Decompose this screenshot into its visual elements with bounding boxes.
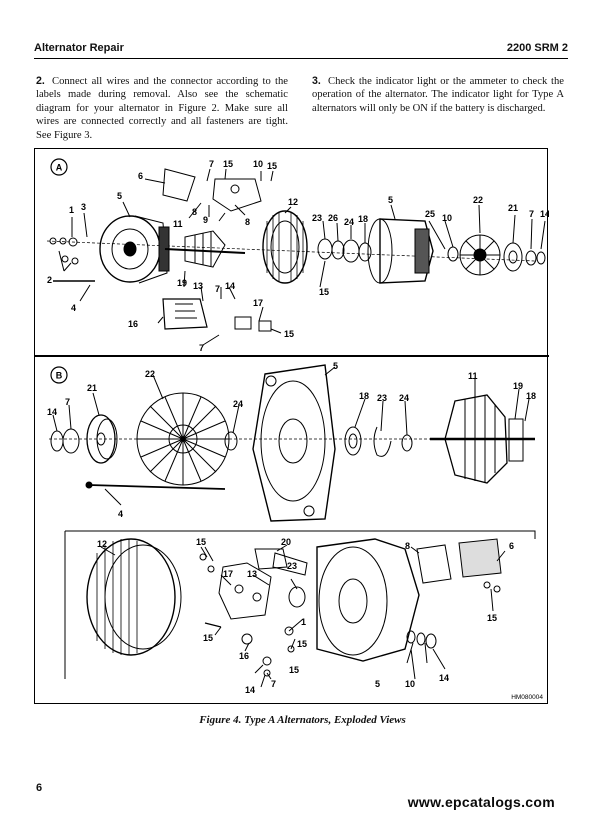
callout: 14 <box>225 281 235 291</box>
callout: 24 <box>344 217 354 227</box>
page-number: 6 <box>36 782 43 794</box>
callout: 7 <box>529 209 534 219</box>
callout: 7 <box>209 159 214 169</box>
callout: 18 <box>358 214 368 224</box>
callout: 12 <box>97 539 107 549</box>
callout: 19 <box>513 381 523 391</box>
callout: 15 <box>319 287 329 297</box>
callout: 5 <box>388 195 393 205</box>
callout: 15 <box>223 159 233 169</box>
callout: 24 <box>233 399 243 409</box>
callout: 22 <box>145 369 155 379</box>
callout: 14 <box>47 407 57 417</box>
callout: 23 <box>312 213 322 223</box>
callout: 8 <box>405 541 410 551</box>
callout: 1 <box>301 617 306 627</box>
callout: 7 <box>271 679 276 689</box>
view-a-callouts: 1 3 2 4 5 6 7 15 10 15 8 9 11 8 12 23 26… <box>47 159 549 353</box>
step-text: Connect all wires and the connector acco… <box>36 76 288 141</box>
callout: 15 <box>203 633 213 643</box>
callout: 11 <box>468 371 478 381</box>
callout: 15 <box>297 639 307 649</box>
exploded-view-drawing: A B 1 3 2 4 5 6 7 15 10 15 8 9 11 8 12 2… <box>35 158 549 701</box>
callout: 18 <box>526 391 536 401</box>
view-a-marker: A <box>56 163 63 173</box>
callout: 7 <box>199 343 204 353</box>
callout: 20 <box>281 537 291 547</box>
callout: 15 <box>267 161 277 171</box>
figure-caption: Figure 4. Type A Alternators, Exploded V… <box>199 714 406 726</box>
callout: 8 <box>245 217 250 227</box>
step-number: 3. <box>312 75 321 87</box>
callout: 23 <box>377 393 387 403</box>
callout: 10 <box>442 213 452 223</box>
manual-number: 2200 SRM 2 <box>506 42 568 54</box>
callout: 6 <box>509 541 514 551</box>
callout: 2 <box>47 275 52 285</box>
callout: 21 <box>87 383 97 393</box>
callout: 15 <box>487 613 497 623</box>
callout: 22 <box>473 195 483 205</box>
step-number: 2. <box>36 75 45 87</box>
callout: 14 <box>540 209 549 219</box>
step-text: Check the indicator light or the ammeter… <box>312 76 564 114</box>
callout: 9 <box>203 215 208 225</box>
step-3: 3.Check the indicator light or the ammet… <box>312 75 564 115</box>
callout: 7 <box>215 284 220 294</box>
callout: 14 <box>439 673 449 683</box>
callout: 1 <box>69 205 74 215</box>
header-rule <box>34 58 568 59</box>
callout: 10 <box>405 679 415 689</box>
callout: 17 <box>223 569 233 579</box>
callout: 6 <box>138 171 143 181</box>
exploded-view-figure: A B 1 3 2 4 5 6 7 15 10 15 8 9 11 8 12 2… <box>34 148 549 704</box>
figure-code: HM080004 <box>511 694 543 701</box>
callout: 5 <box>117 191 122 201</box>
callout: 15 <box>289 665 299 675</box>
callout: 4 <box>71 303 76 313</box>
callout: 19 <box>177 278 187 288</box>
callout: 14 <box>245 685 255 695</box>
callout: 3 <box>81 202 86 212</box>
view-b-callouts: 14 7 21 22 24 5 18 23 24 11 19 18 4 12 1… <box>47 361 536 695</box>
callout: 13 <box>193 281 203 291</box>
callout: 12 <box>288 197 298 207</box>
callout: 23 <box>287 561 297 571</box>
callout: 16 <box>239 651 249 661</box>
callout: 16 <box>128 319 138 329</box>
section-title: Alternator Repair <box>34 42 124 54</box>
callout: 15 <box>196 537 206 547</box>
view-b-marker: B <box>56 371 63 381</box>
callout: 17 <box>253 298 263 308</box>
callout: 7 <box>65 397 70 407</box>
callout: 18 <box>359 391 369 401</box>
callout: 24 <box>399 393 409 403</box>
callout: 5 <box>375 679 380 689</box>
callout: 26 <box>328 213 338 223</box>
callout: 8 <box>192 207 197 217</box>
callout: 10 <box>253 159 263 169</box>
callout: 25 <box>425 209 435 219</box>
callout: 13 <box>247 569 257 579</box>
callout: 15 <box>284 329 294 339</box>
callout: 11 <box>173 219 183 229</box>
step-2: 2.Connect all wires and the connector ac… <box>36 75 288 142</box>
callout: 21 <box>508 203 518 213</box>
callout: 5 <box>333 361 338 371</box>
callout: 4 <box>118 509 123 519</box>
watermark: www.epcatalogs.com <box>407 794 555 810</box>
